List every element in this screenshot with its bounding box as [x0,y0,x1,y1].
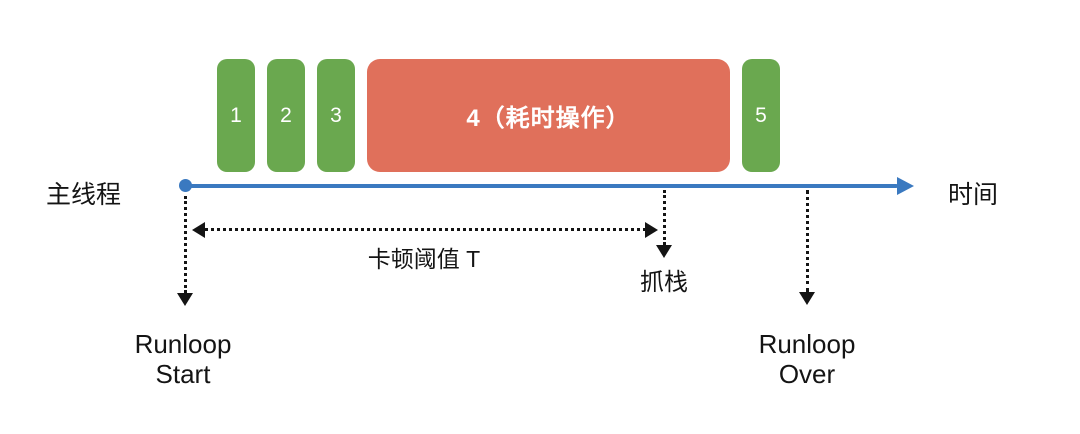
threshold-arrow-line [205,228,646,231]
runloop-over-arrow-line [806,190,809,292]
task-block-2-label: 2 [280,103,292,127]
timeline-start-dot [179,179,192,192]
runloop-start-label: Runloop Start [134,329,232,389]
stack-capture-arrow-line [663,190,666,245]
threshold-left-arrowhead-icon [192,222,205,238]
threshold-label: 卡顿阈值 T [367,246,481,272]
threshold-right-arrowhead-icon [645,222,658,238]
task-block-4-label: 4（耗时操作） [466,105,631,132]
stack-capture-arrowhead-icon [656,245,672,258]
timeline-axis [185,184,898,188]
task-block-3-label: 3 [330,103,342,127]
runloop-over-label: Runloop Over [758,329,856,389]
task-block-3: 3 [317,59,355,172]
task-block-1-label: 1 [230,103,242,127]
runloop-start-arrowhead-icon [177,293,193,306]
runloop-start-arrow-line [184,196,187,293]
task-block-1: 1 [217,59,255,172]
main-thread-label: 主线程 [46,181,122,209]
time-axis-label: 时间 [948,181,999,209]
task-block-2: 2 [267,59,305,172]
timeline-arrowhead-icon [897,177,914,195]
task-block-4-slow-operation: 4（耗时操作） [367,59,730,172]
task-block-5: 5 [742,59,780,172]
task-block-5-label: 5 [755,103,767,127]
runloop-over-arrowhead-icon [799,292,815,305]
stack-capture-label: 抓栈 [640,269,688,296]
